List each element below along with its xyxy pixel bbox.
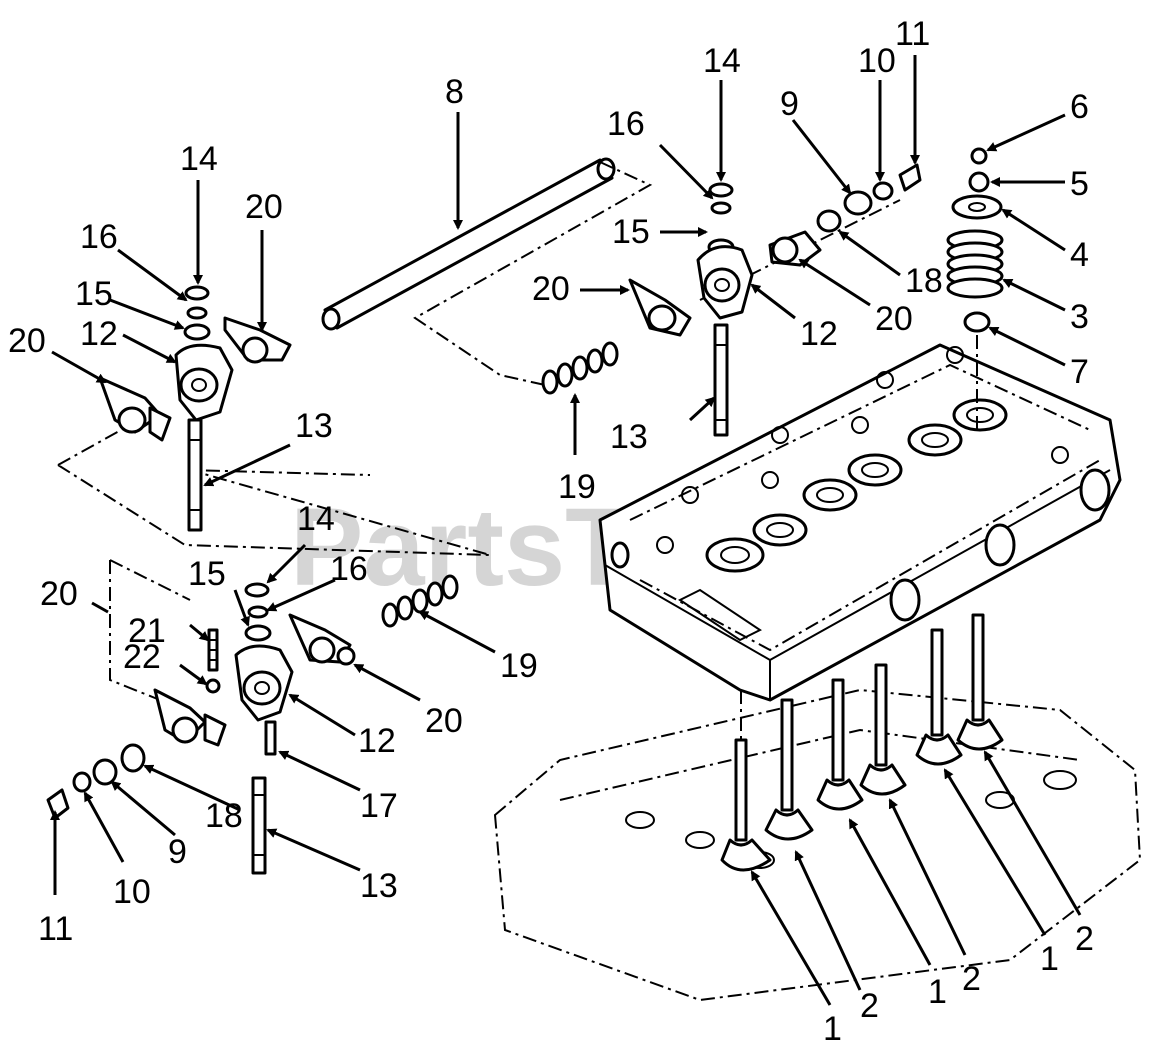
- valve-spring: [946, 229, 1004, 299]
- callout-14: 14: [180, 140, 218, 178]
- callout-21: 21: [128, 612, 166, 650]
- valve-spring-stack: [946, 147, 1004, 430]
- shaft-assembly-bracket: [413, 161, 653, 386]
- rocker-spring-upper: [541, 341, 619, 395]
- callout-15: 15: [612, 213, 650, 251]
- callout-16: 16: [607, 105, 645, 143]
- valve-1: [720, 690, 772, 872]
- callout-19: 19: [558, 468, 596, 506]
- callout-13: 13: [295, 407, 333, 445]
- callout-2: 2: [1075, 920, 1094, 958]
- callout-13: 13: [610, 418, 648, 456]
- callout-8: 8: [445, 73, 464, 111]
- callout-7: 7: [1070, 353, 1089, 391]
- callout-18: 18: [205, 797, 243, 835]
- callout-9: 9: [168, 833, 187, 871]
- callout-11: 11: [895, 15, 930, 53]
- callout-15: 15: [188, 555, 226, 593]
- callout-13: 13: [360, 867, 398, 905]
- callout-9: 9: [780, 85, 799, 123]
- valve-2: [764, 698, 814, 841]
- valve-4: [859, 663, 907, 796]
- callout-11: 11: [38, 910, 73, 948]
- callout-18: 18: [905, 262, 943, 300]
- callout-16: 16: [330, 550, 368, 588]
- callout-2: 2: [962, 960, 981, 998]
- cylinder-head: [598, 343, 1122, 702]
- callout-4: 4: [1070, 236, 1089, 274]
- callout-12: 12: [80, 315, 118, 353]
- leader-lines: [50, 55, 1082, 1006]
- callout-20: 20: [875, 300, 913, 338]
- callout-15: 15: [75, 275, 113, 313]
- rocker-spring-lower: [381, 574, 459, 628]
- callout-20: 20: [425, 702, 463, 740]
- callout-14: 14: [703, 42, 741, 80]
- callout-3: 3: [1070, 298, 1089, 336]
- callout-17: 17: [360, 787, 398, 825]
- callout-10: 10: [858, 42, 896, 80]
- callout-22: 22: [123, 638, 161, 676]
- callout-20: 20: [245, 188, 283, 226]
- callout-5: 5: [1070, 165, 1089, 203]
- callout-19: 19: [500, 647, 538, 685]
- callout-12: 12: [358, 722, 396, 760]
- callout-2: 2: [860, 987, 879, 1025]
- valve-5: [915, 628, 963, 766]
- valve-3: [816, 678, 864, 811]
- callout-20: 20: [532, 270, 570, 308]
- callout-1: 1: [928, 973, 947, 1011]
- valves: [720, 613, 1004, 872]
- rocker-assembly-lower: [46, 582, 356, 875]
- callout-6: 6: [1070, 88, 1089, 126]
- callout-20: 20: [8, 322, 46, 360]
- callout-16: 16: [80, 218, 118, 256]
- rocker-assembly-upper-right: [628, 163, 922, 437]
- callout-14: 14: [297, 500, 335, 538]
- callout-labels: 14 16 15 12 20 20 13 8 14 16 15 20 12 9 …: [8, 15, 1094, 1048]
- valve-6: [956, 613, 1004, 751]
- callout-1: 1: [823, 1010, 842, 1048]
- callout-12: 12: [800, 315, 838, 353]
- rocker-shaft: [321, 157, 616, 331]
- rocker-assembly-upper-left: [98, 285, 292, 532]
- callout-10: 10: [113, 873, 151, 911]
- callout-20: 20: [40, 575, 78, 613]
- callout-1: 1: [1040, 940, 1059, 978]
